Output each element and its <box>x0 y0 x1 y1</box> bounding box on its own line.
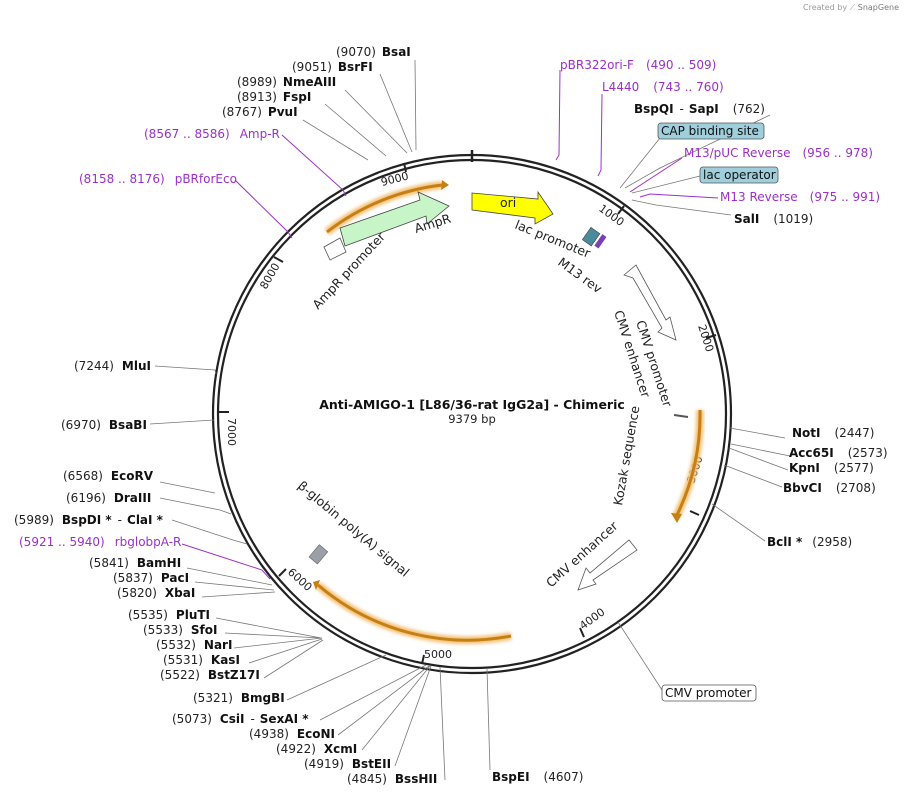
enzyme-bspqi-sapi[interactable]: BspQI-SapI(762) <box>634 102 765 116</box>
primer-pbrforeco[interactable]: (8158 .. 8176)pBRforEco <box>79 172 237 186</box>
enzyme-fspi[interactable]: (8913)FspI <box>237 90 311 104</box>
enzyme-paci[interactable]: (5837)PacI <box>113 571 189 585</box>
kozak-label: Kozak sequence <box>610 404 642 506</box>
box-leaders <box>617 137 701 691</box>
enzyme-xcmi[interactable]: (4922)XcmI <box>276 742 357 756</box>
enzyme-kpni[interactable]: KpnI(2577) <box>789 461 874 475</box>
snapgene-logo-icon: ⟋ <box>849 3 856 12</box>
bglobin-label: β-globin poly(A) signal <box>295 478 412 580</box>
enzyme-bsabi[interactable]: (6970)BsaBI <box>61 418 147 432</box>
cmv-promoter-box[interactable] <box>661 684 757 702</box>
tick-label-1000: 1000 <box>596 202 626 229</box>
enzyme-bspei[interactable]: BspEI(4607) <box>492 770 583 784</box>
primer-leaders <box>181 69 719 580</box>
enzyme-bbvci[interactable]: BbvCI(2708) <box>783 481 876 495</box>
cap-binding-site-box[interactable] <box>657 122 765 140</box>
ori-feature[interactable] <box>471 190 554 225</box>
enzyme-leaders <box>149 59 791 781</box>
tick-label-5000: 5000 <box>424 648 452 661</box>
primer-pbr322ori-f[interactable]: pBR322ori-F(490 .. 509) <box>560 58 716 72</box>
cmv-promoter-feature[interactable] <box>623 264 677 341</box>
enzyme-xbai[interactable]: (5820)XbaI <box>117 586 195 600</box>
enzyme-econi[interactable]: (4938)EcoNI <box>249 727 335 741</box>
tick-marks <box>219 162 717 665</box>
enzyme-bsrfi[interactable]: (9051)BsrFI <box>292 60 373 74</box>
ori-label: ori <box>500 195 516 210</box>
tick-label-9000: 9000 <box>380 170 410 189</box>
m13-rev-feature[interactable] <box>594 234 607 249</box>
plasmid-size: 9379 bp <box>448 412 496 426</box>
plasmid-name: Anti-AMIGO-1 [L86/36-rat IgG2a] - Chimer… <box>319 397 625 412</box>
enzyme-bsteii[interactable]: (4919)BstEII <box>304 757 391 771</box>
ampr-feature[interactable] <box>339 191 450 247</box>
enzyme-bsai[interactable]: (9070)BsaI <box>336 45 411 59</box>
enzyme-nmeaiii[interactable]: (8989)NmeAIII <box>237 75 336 89</box>
lac-promoter-feature[interactable] <box>581 227 601 247</box>
bglobin-polya-feature[interactable] <box>308 544 329 565</box>
lac-promoter-label: lac promoter <box>513 217 594 261</box>
enzyme-csii-sexai[interactable]: (5073)CsiI-SexAI * <box>172 712 309 726</box>
enzyme-mlui[interactable]: (7244)MluI <box>74 359 151 373</box>
tick-label-2000: 2000 <box>695 323 716 354</box>
enzyme-kasi[interactable]: (5531)KasI <box>163 653 240 667</box>
boxed-features: CAP binding site lac operator CMV promot… <box>657 122 779 702</box>
enzyme-labels: (9070)BsaI (9051)BsrFI (8989)NmeAIII (89… <box>14 45 888 786</box>
kozak-feature <box>673 414 689 418</box>
enzyme-draiii[interactable]: (6196)DraIII <box>66 491 151 505</box>
lac-operator-label: lac operator <box>703 168 776 182</box>
lac-operator-box[interactable] <box>699 166 779 184</box>
snapgene-credit: Created by ⟋ SnapGene <box>803 3 899 12</box>
ampr-promoter-feature[interactable] <box>323 237 347 261</box>
m13-rev-label: M13 rev <box>555 254 605 296</box>
primer-labels: pBR322ori-F(490 .. 509) L4440(743 .. 760… <box>19 58 880 549</box>
cmv-promoter-box-label: CMV promoter <box>665 686 752 700</box>
primer-rbglobpa-r[interactable]: (5921 .. 5940)rbglobpA-R <box>19 535 181 549</box>
cap-binding-site-label: CAP binding site <box>661 124 759 138</box>
tick-label-4000: 4000 <box>577 605 607 632</box>
enzyme-pluti[interactable]: (5535)PluTI <box>128 608 210 622</box>
enzyme-sfoi[interactable]: (5533)SfoI <box>143 623 217 637</box>
enzyme-acc65i[interactable]: Acc65I(2573) <box>789 446 888 460</box>
enzyme-sali[interactable]: SalI(1019) <box>734 212 813 226</box>
enzyme-bamhi[interactable]: (5841)BamHI <box>89 556 181 570</box>
primer-m13-puc-reverse[interactable]: M13/pUC Reverse(956 .. 978) <box>684 146 873 160</box>
cmv-enhancer2-feature[interactable] <box>577 539 638 591</box>
enzyme-bspdi-clai[interactable]: (5989)BspDI *-ClaI * <box>14 513 164 527</box>
primer-m13-reverse[interactable]: M13 Reverse(975 .. 991) <box>720 190 880 204</box>
enzyme-bsshii[interactable]: (4845)BssHII <box>347 772 437 786</box>
enzyme-ecorv[interactable]: (6568)EcoRV <box>63 469 154 483</box>
enzyme-pvui[interactable]: (8767)PvuI <box>222 105 298 119</box>
primer-l4440[interactable]: L4440(743 .. 760) <box>602 80 724 94</box>
enzyme-noti[interactable]: NotI(2447) <box>792 426 874 440</box>
orf-arcs <box>313 180 705 645</box>
tick-label-7000: 7000 <box>225 418 238 446</box>
enzyme-bstz17i[interactable]: (5522)BstZ17I <box>160 668 260 682</box>
enzyme-nari[interactable]: (5532)NarI <box>156 638 232 652</box>
enzyme-bcli[interactable]: BclI *(2958) <box>767 535 852 549</box>
enzyme-bmgbi[interactable]: (5321)BmgBI <box>193 691 285 705</box>
primer-amp-r[interactable]: (8567 .. 8586)Amp-R <box>144 127 280 141</box>
